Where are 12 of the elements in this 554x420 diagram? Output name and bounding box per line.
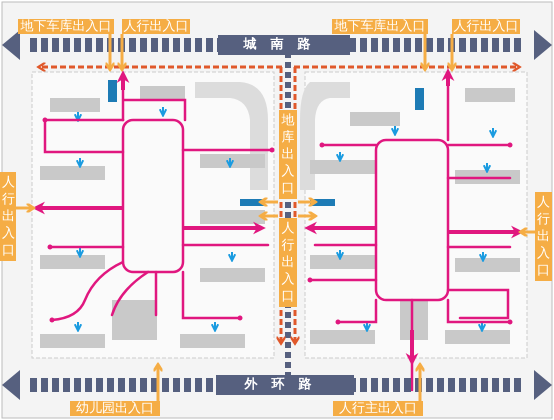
entrance-label: 人行出入口 (452, 19, 520, 34)
entrance-label: 地下车库出入口 (18, 19, 114, 34)
entrance-label: 人行出入口 (279, 218, 297, 307)
road-name: 外环路 (216, 375, 354, 395)
entrance-label: 人行出入口 (535, 192, 552, 281)
entrance-label: 地下车库出入口 (332, 19, 428, 34)
entrance-label: 人行出入口 (122, 19, 190, 34)
entrance-label: 幼儿园出入口 (70, 401, 160, 416)
entrance-label: 人行出入口 (0, 172, 16, 261)
road-name: 城南路 (218, 35, 350, 55)
entrance-label: 地库出入口 (279, 110, 297, 199)
entrance-label: 人行主出入口 (333, 401, 423, 416)
